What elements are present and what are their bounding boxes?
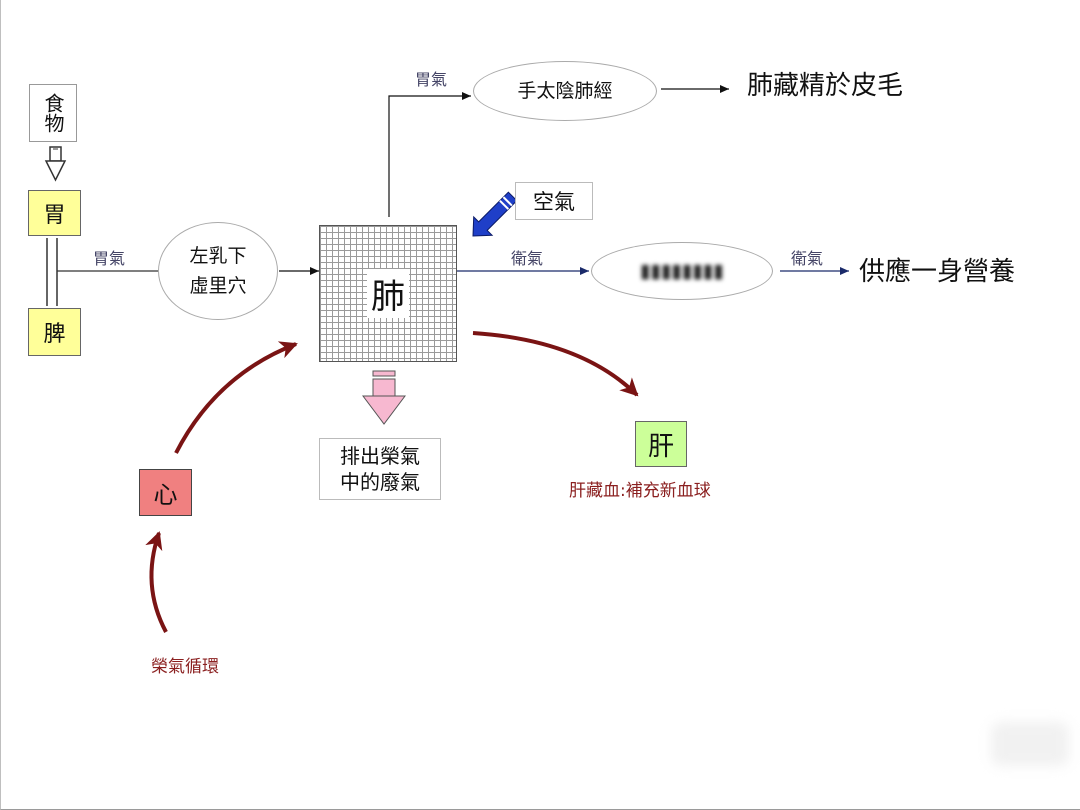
exhaust-line1: 排出榮氣 bbox=[340, 444, 420, 468]
stomach-label: 胃 bbox=[43, 203, 66, 228]
stomach-box: 胃 bbox=[28, 190, 81, 236]
air-label: 空氣 bbox=[533, 190, 575, 214]
liver-label: 肝 bbox=[647, 431, 674, 462]
heart-to-lung-arrow bbox=[174, 341, 298, 454]
corner-smudge bbox=[991, 722, 1069, 766]
air-box: 空氣 bbox=[515, 182, 593, 220]
wei-qi-label-2: 衛氣 bbox=[791, 249, 824, 268]
lung-store-label: 肺藏精於皮毛 bbox=[747, 71, 904, 101]
exhaust-arrow bbox=[362, 370, 406, 425]
xuli-line2: 虛里穴 bbox=[189, 275, 247, 297]
exhaust-box: 排出榮氣 中的廢氣 bbox=[319, 438, 441, 500]
xuli-point-ellipse: 左乳下 虛里穴 bbox=[158, 222, 278, 320]
exhaust-line2: 中的廢氣 bbox=[340, 470, 420, 494]
lung-box: 肺 bbox=[319, 225, 457, 362]
blurred-ellipse-text: ▮▮▮▮▮▮▮▮ bbox=[640, 259, 724, 282]
heart-label: 心 bbox=[153, 481, 178, 509]
stomach-qi-label-top: 胃氣 bbox=[415, 70, 448, 89]
wei-qi-label-1: 衛氣 bbox=[511, 249, 544, 268]
circulation-to-heart-arrow bbox=[145, 531, 168, 633]
air-arrow bbox=[472, 191, 518, 237]
lung-label: 肺 bbox=[367, 269, 409, 318]
liver-note: 肝藏血:補充新血球 bbox=[569, 481, 711, 501]
spleen-box: 脾 bbox=[28, 308, 81, 356]
lung-to-liver-arrow bbox=[472, 331, 639, 397]
liver-box: 肝 bbox=[635, 421, 687, 467]
lung-to-meridian-arrow bbox=[388, 92, 471, 217]
food-box: 食物 bbox=[29, 84, 77, 142]
stomach-qi-label-left: 胃氣 bbox=[93, 249, 126, 268]
circulation-label: 榮氣循環 bbox=[151, 657, 219, 677]
food-to-stomach-arrow bbox=[44, 146, 67, 182]
xuli-line1: 左乳下 bbox=[189, 244, 247, 267]
meridian-label: 手太陰肺經 bbox=[517, 79, 613, 102]
blurred-ellipse: ▮▮▮▮▮▮▮▮ bbox=[591, 242, 773, 300]
meridian-ellipse: 手太陰肺經 bbox=[473, 61, 657, 121]
nourish-label: 供應一身營養 bbox=[859, 257, 1016, 287]
heart-box: 心 bbox=[139, 469, 192, 516]
stomach-spleen-link bbox=[46, 238, 58, 306]
food-label: 食物 bbox=[41, 93, 65, 133]
spleen-label: 脾 bbox=[43, 322, 66, 347]
